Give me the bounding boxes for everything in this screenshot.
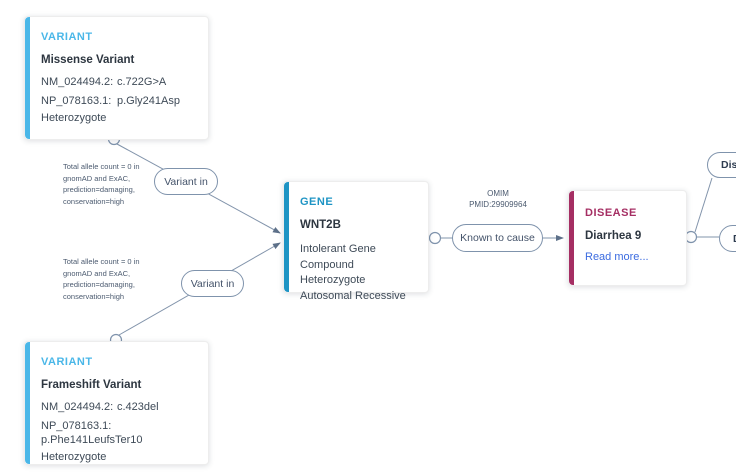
gene-attributes: Intolerant Gene Compound Heterozygote Au… bbox=[300, 242, 418, 304]
node-title: Frameshift Variant bbox=[41, 379, 142, 391]
edge-disease-to-stub-top bbox=[694, 177, 713, 233]
cdna-change: c.722G>A bbox=[117, 76, 167, 88]
zygosity-label: Heterozygote bbox=[41, 451, 107, 463]
transcript-id: NM_024494.2: bbox=[41, 76, 114, 88]
protein-change: p.Phe141LeufsTer10 bbox=[41, 434, 143, 446]
edge-annotation-omim: OMIM PMID:29909964 bbox=[469, 189, 527, 209]
edge-label-variant-in-top[interactable]: Variant in bbox=[154, 168, 218, 195]
edge-label-variant-in-bottom[interactable]: Variant in bbox=[181, 270, 244, 297]
transcript-id: NM_024494.2: bbox=[41, 401, 114, 413]
gene-attribute: Compound Heterozygote bbox=[300, 258, 366, 287]
protein-row: NP_078163.1: p.Gly241Asp bbox=[41, 94, 198, 108]
read-more-link[interactable]: Read more... bbox=[585, 251, 649, 263]
protein-id: NP_078163.1: bbox=[41, 95, 112, 107]
cdna-change: c.423del bbox=[117, 401, 159, 413]
disease-accent-bar bbox=[569, 191, 574, 285]
node-type-label: DISEASE bbox=[585, 207, 637, 219]
node-type-label: VARIANT bbox=[41, 356, 93, 368]
variant-accent-bar bbox=[25, 342, 30, 464]
transcript-row: NM_024494.2:c.423del bbox=[41, 400, 198, 414]
edge-annotation-variant-bottom: Total allele count = 0 in gnomAD and ExA… bbox=[63, 257, 140, 301]
variant-node-missense[interactable]: VARIANT Missense Variant NM_024494.2:c.7… bbox=[24, 16, 209, 140]
disease-name: Diarrhea 9 bbox=[585, 230, 642, 242]
gene-attribute: Autosomal Recessive bbox=[300, 289, 406, 302]
protein-id: NP_078163.1: bbox=[41, 420, 112, 432]
connector-dot-disease bbox=[684, 230, 698, 244]
connector-dot-gene bbox=[428, 231, 442, 245]
variant-node-frameshift[interactable]: VARIANT Frameshift Variant NM_024494.2:c… bbox=[24, 341, 209, 465]
disease-node-diarrhea9[interactable]: DISEASE Diarrhea 9 Read more... bbox=[568, 190, 687, 286]
variant-accent-bar bbox=[25, 17, 30, 139]
protein-change: p.Gly241Asp bbox=[117, 95, 180, 107]
node-type-label: VARIANT bbox=[41, 31, 93, 43]
gene-attribute: Intolerant Gene bbox=[300, 243, 376, 255]
protein-row: NP_078163.1: p.Phe141LeufsTer10 bbox=[41, 419, 198, 447]
edge-label-known-to-cause[interactable]: Known to cause bbox=[452, 224, 543, 252]
gene-accent-bar bbox=[284, 182, 289, 292]
node-title: Missense Variant bbox=[41, 54, 135, 66]
disease-stub-node-top[interactable]: Dise bbox=[707, 152, 736, 178]
edge-annotation-variant-top: Total allele count = 0 in gnomAD and ExA… bbox=[63, 162, 140, 206]
gene-node-wnt2b[interactable]: GENE WNT2B Intolerant Gene Compound Hete… bbox=[283, 181, 429, 302]
zygosity-label: Heterozygote bbox=[41, 112, 107, 124]
node-type-label: GENE bbox=[300, 196, 334, 208]
gene-symbol: WNT2B bbox=[300, 219, 341, 231]
transcript-row: NM_024494.2:c.722G>A bbox=[41, 75, 198, 89]
